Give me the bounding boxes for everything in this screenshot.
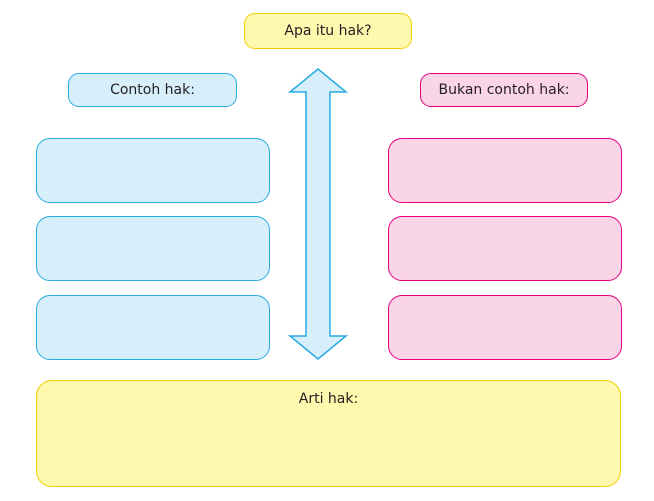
non-examples-header-text: Bukan contoh hak: [438,82,570,98]
definition-label: Arti hak: [298,391,359,407]
question-text: Apa itu hak? [284,23,372,39]
non-example-slot-2[interactable] [388,216,622,281]
example-slot-1[interactable] [36,138,270,203]
non-example-slot-3[interactable] [388,295,622,360]
example-slot-3[interactable] [36,295,270,360]
examples-header-text: Contoh hak: [110,82,195,98]
non-example-slot-1[interactable] [388,138,622,203]
definition-box[interactable]: Arti hak: [36,380,621,487]
examples-header: Contoh hak: [68,73,237,107]
question-box: Apa itu hak? [244,13,412,49]
non-examples-header: Bukan contoh hak: [420,73,588,107]
example-slot-2[interactable] [36,216,270,281]
double-arrow-shape [287,68,349,360]
double-arrow-icon [287,68,349,360]
